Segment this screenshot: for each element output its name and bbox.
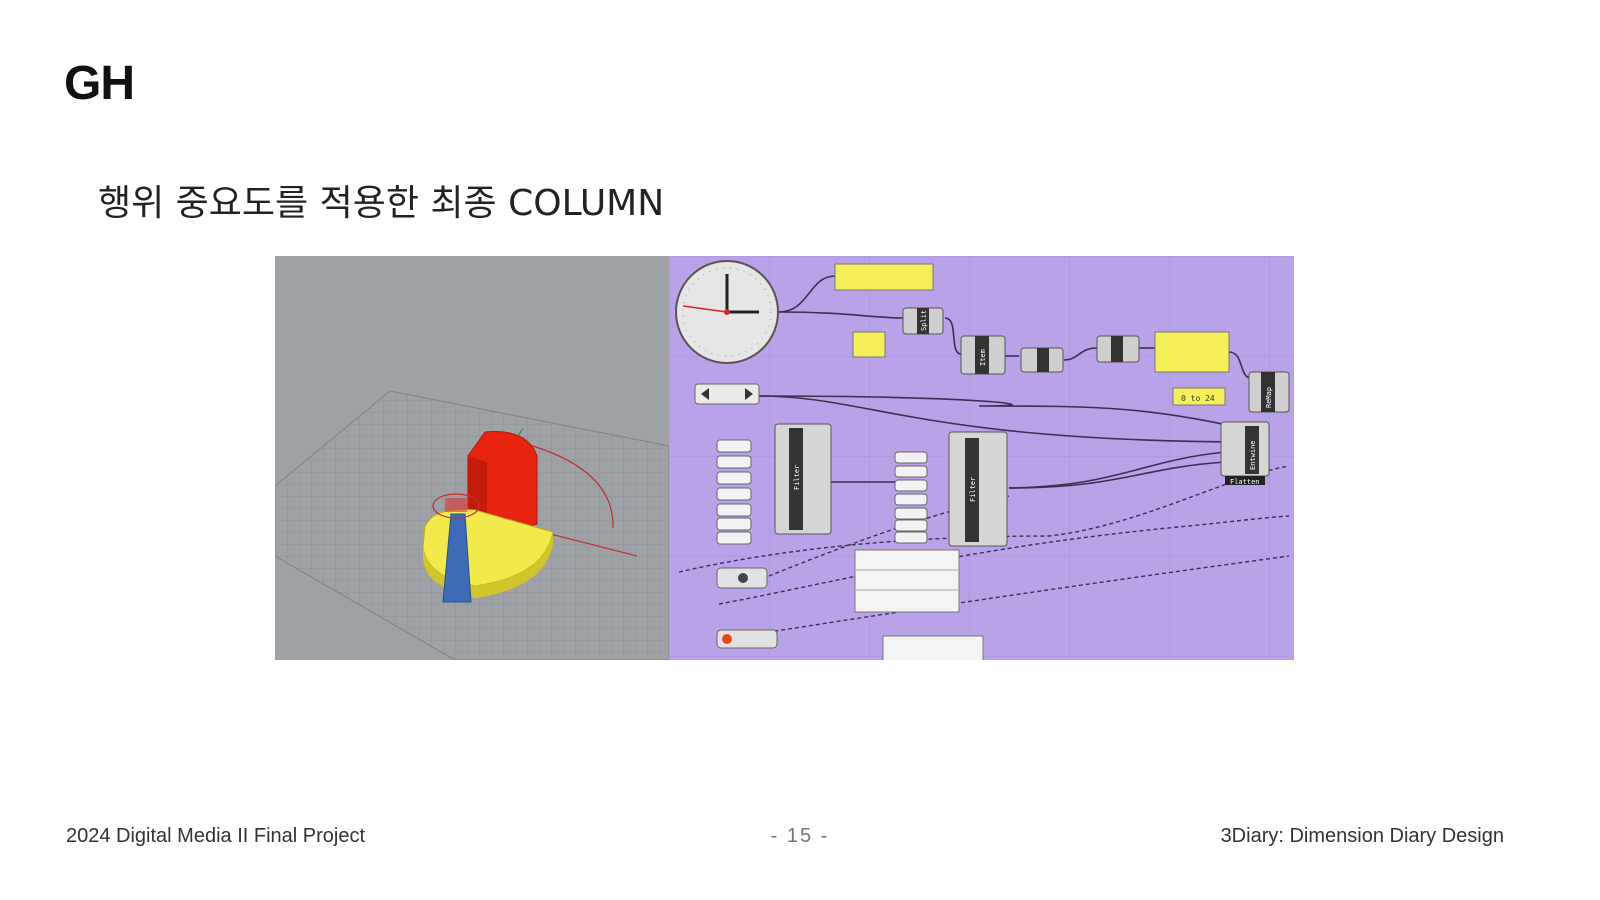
rhino-viewport [275, 256, 669, 660]
slide-subtitle: 행위 중요도를 적용한 최종 COLUMN [98, 183, 665, 224]
wires [758, 275, 1252, 489]
value-list-right [894, 451, 928, 544]
panel-small [852, 331, 886, 358]
filter-left-label: Filter [793, 465, 801, 490]
slide-title: GH [64, 57, 135, 110]
number-slider [694, 383, 760, 405]
page-number: - 15 - [770, 825, 830, 847]
panel-right [1154, 331, 1230, 373]
center-target [432, 493, 480, 519]
value-list-left [716, 439, 752, 545]
flatten-label: Flatten [1230, 478, 1260, 486]
data-panel-bottom [882, 635, 984, 660]
footer-course: 2024 Digital Media II Final Project [66, 825, 366, 847]
item-label: Item [979, 349, 987, 366]
grasshopper-canvas: 0 to 24 Split Item ReMap [669, 256, 1294, 660]
clock-second-hand [682, 305, 728, 313]
remap-label: ReMap [1265, 387, 1273, 408]
center-hatch [445, 498, 467, 512]
split-label: Split [920, 310, 928, 331]
footer-project-title: 3Diary: Dimension Diary Design [1220, 825, 1504, 847]
panel-range-text: 0 to 24 [1181, 394, 1215, 403]
column-blue-wedge [442, 513, 472, 603]
data-panel [854, 549, 960, 613]
button-component [716, 629, 778, 649]
clock-component [675, 260, 779, 364]
flatten-tag [1225, 476, 1265, 485]
screenshot-figure: 0 to 24 Split Item ReMap [275, 256, 1294, 660]
filter-right-label: Filter [969, 477, 977, 502]
column-red-side [468, 456, 487, 522]
entwine-label: Entwine [1249, 440, 1257, 470]
panel-top [834, 263, 934, 291]
panel-range [1172, 387, 1226, 406]
x-axis-arc [514, 440, 614, 529]
